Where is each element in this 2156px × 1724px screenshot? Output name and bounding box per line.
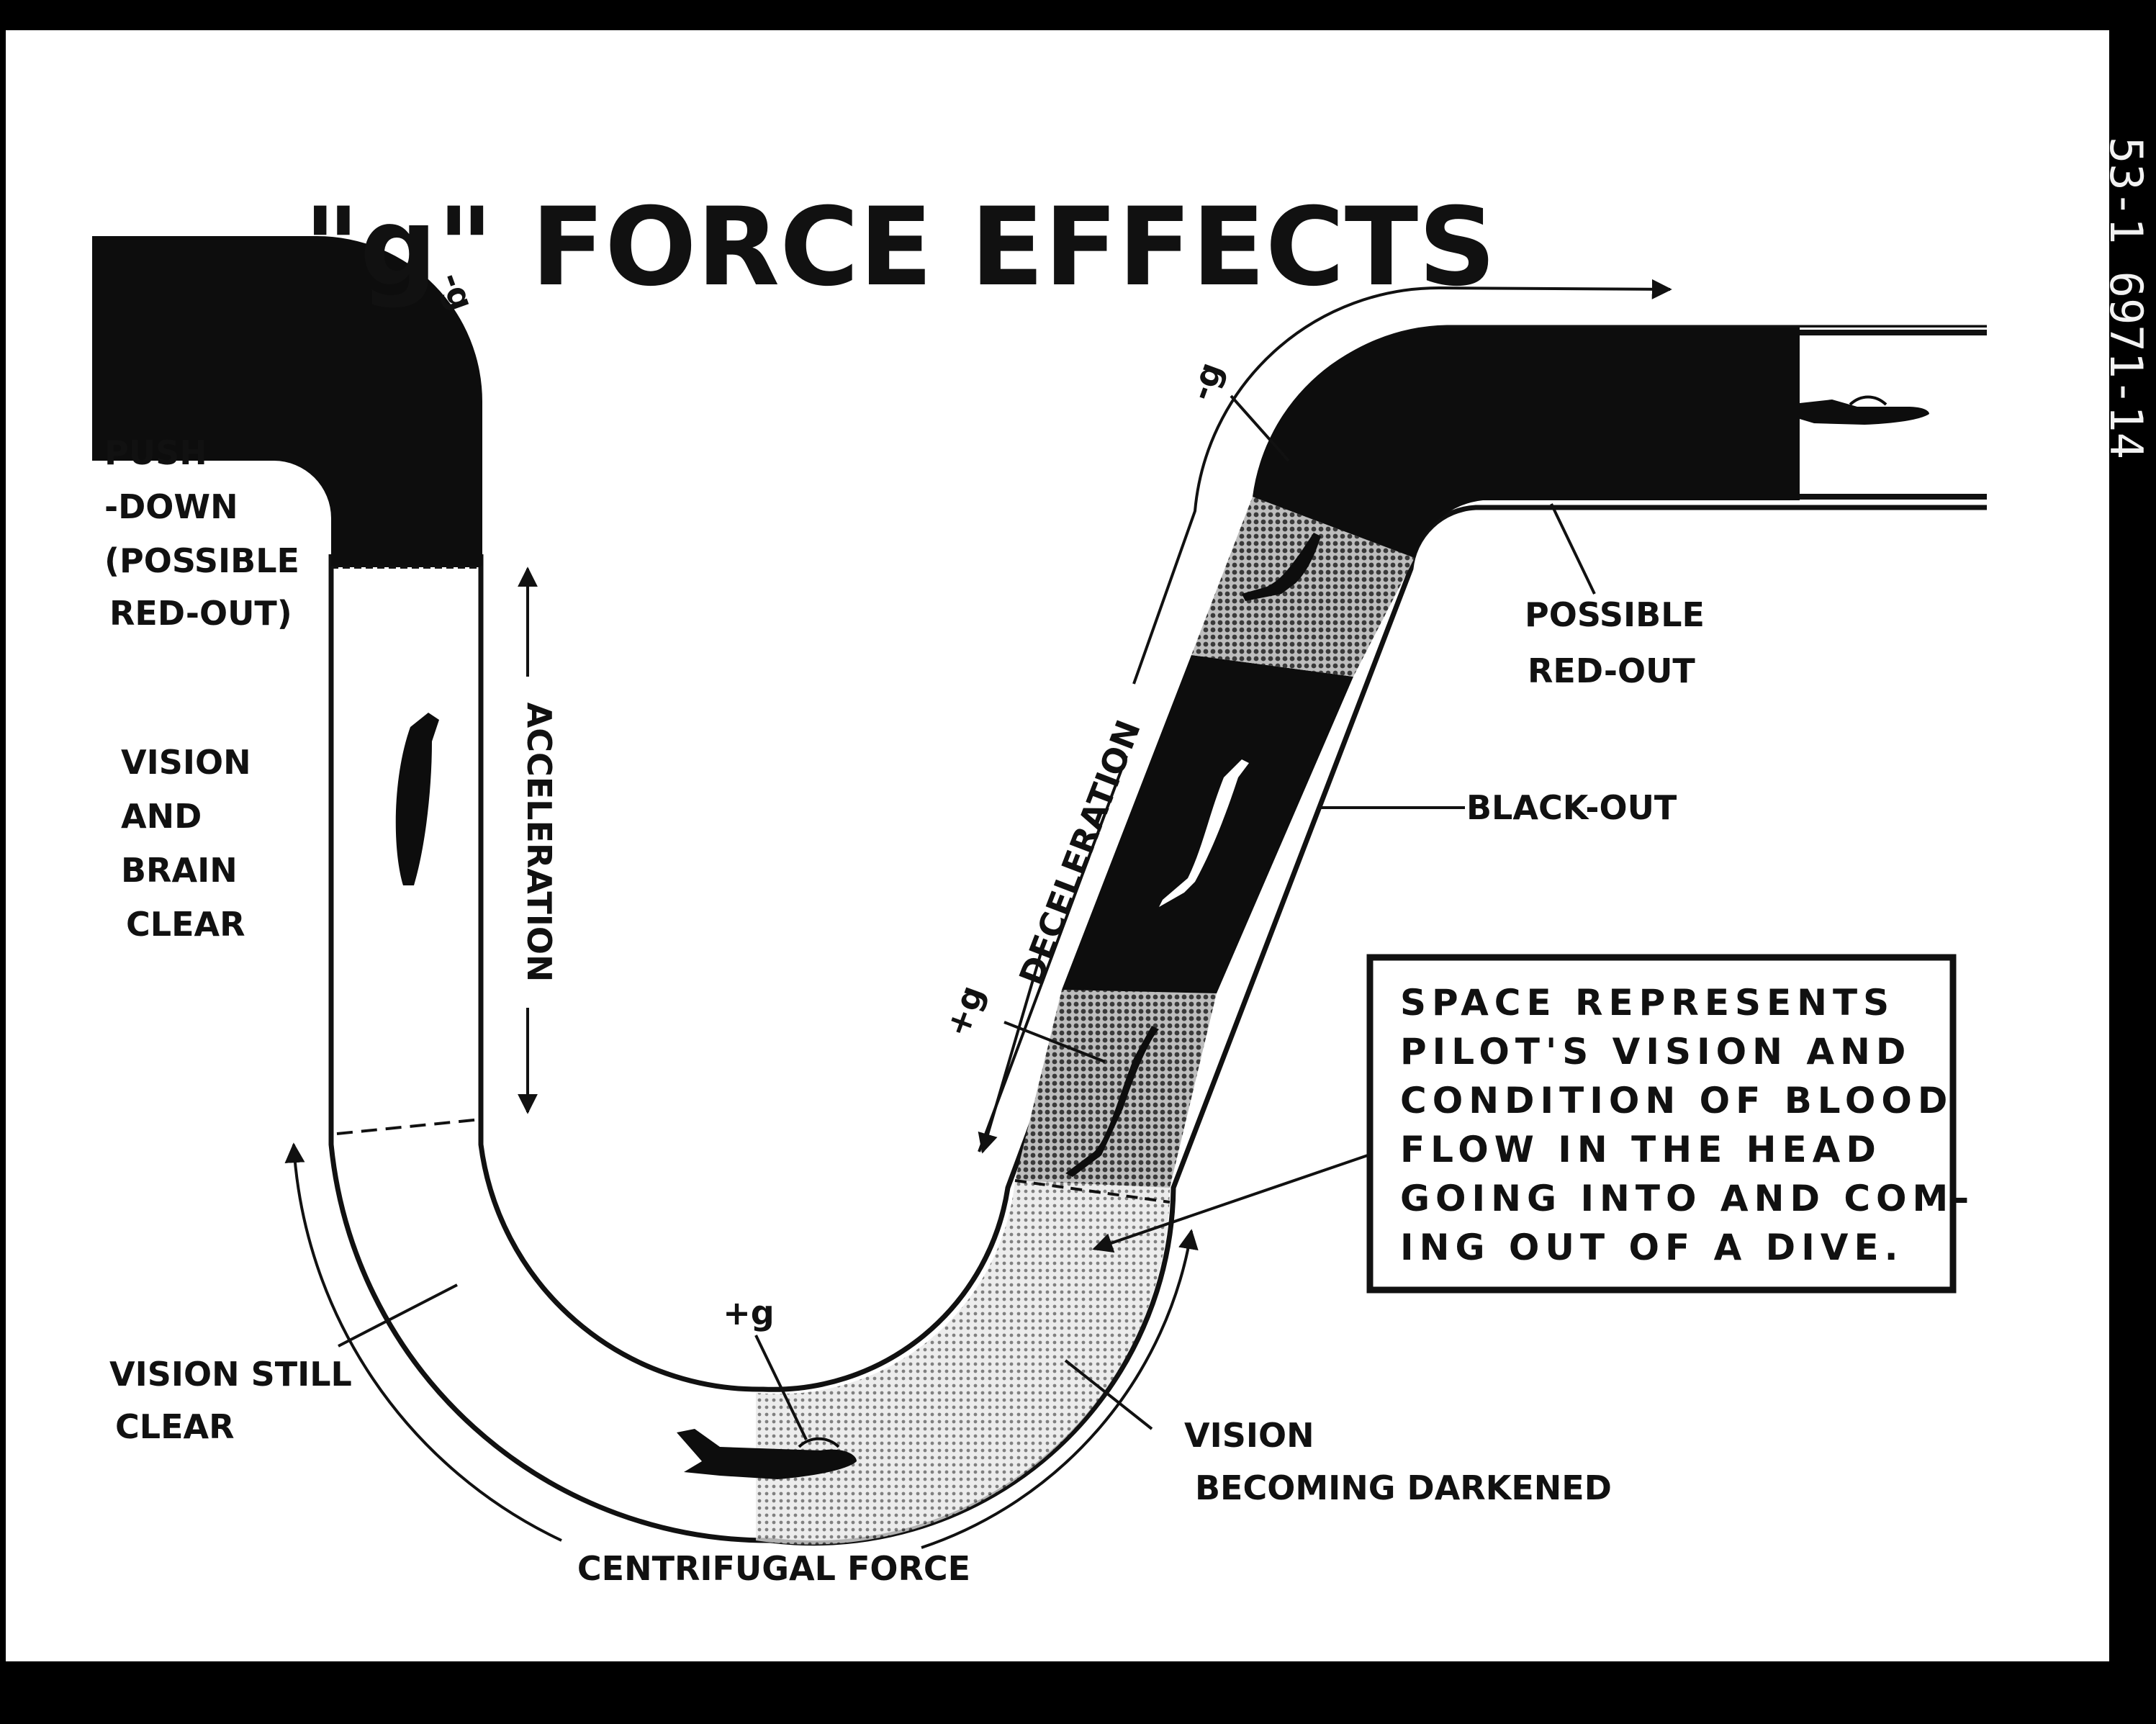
centrifugal-arrow-right: [921, 1229, 1199, 1549]
neg-g-top-right-leader: [1230, 394, 1290, 462]
arrows-group: [284, 288, 1670, 1549]
possible-red-out-label: POSSIBLE RED-OUT: [1525, 595, 1716, 690]
info-box-pointer: [1092, 1154, 1368, 1253]
aircraft-group: [395, 395, 1929, 1479]
vision-still-clear-label: VISION STILL CLEAR: [109, 1355, 364, 1446]
push-down-label: PUSH -DOWN (POSSIBLE RED-OUT): [104, 433, 311, 633]
centrifugal-force-label: CENTRIFUGAL FORCE: [577, 1549, 970, 1588]
page-title: "g" FORCE EFFECTS: [304, 185, 1496, 310]
vision-darkened-label: VISION BECOMING DARKENED: [1184, 1416, 1612, 1507]
vision-still-clear-leader: [338, 1283, 458, 1348]
info-box: SPACE REPRESENTS PILOT'S VISION AND COND…: [1366, 954, 1993, 1294]
plus-g-segment: [1015, 990, 1217, 1188]
g-force-track: [92, 236, 1987, 1546]
darkening-segment: [756, 1181, 1170, 1545]
pushdown-segment: [92, 236, 483, 567]
redout-transition-segment: [1191, 497, 1415, 677]
upper-right-segment: [1253, 327, 1800, 558]
deceleration-arrow: [978, 288, 1670, 1152]
blackout-segment: [1062, 655, 1353, 993]
aircraft-exit-icon: [1800, 400, 1929, 425]
info-box-frame: [1366, 954, 1957, 1294]
pos-g-mid-leader: [1003, 1021, 1106, 1063]
aircraft-blackout-icon: [1159, 759, 1249, 907]
aircraft-climbing-icon: [1065, 1026, 1159, 1177]
plus-g-divider: [1014, 1179, 1171, 1204]
pos-g-bottom-label: +g: [723, 1294, 774, 1332]
possible-redout-leader: [1550, 503, 1596, 595]
deceleration-arrow-tail: [978, 942, 1045, 1154]
vision-darkened-leader: [1064, 1359, 1153, 1430]
acceleration-label: ACCELERATION: [520, 703, 559, 983]
info-box-text: SPACE REPRESENTS PILOT'S VISION AND COND…: [1400, 982, 1993, 1268]
pos-g-bottom-leader: [754, 1335, 808, 1440]
centrifugal-arrow-left: [284, 1142, 562, 1542]
black-out-label: BLACK-OUT: [1466, 788, 1677, 827]
aircraft-redout-icon: [1242, 533, 1321, 601]
aircraft-diving-icon: [395, 713, 439, 885]
vision-brain-clear-label: VISION AND BRAIN CLEAR: [121, 743, 263, 944]
aircraft-bottom-icon: [677, 1429, 857, 1479]
film-stamp: 53-1 6971-14: [2100, 137, 2152, 459]
